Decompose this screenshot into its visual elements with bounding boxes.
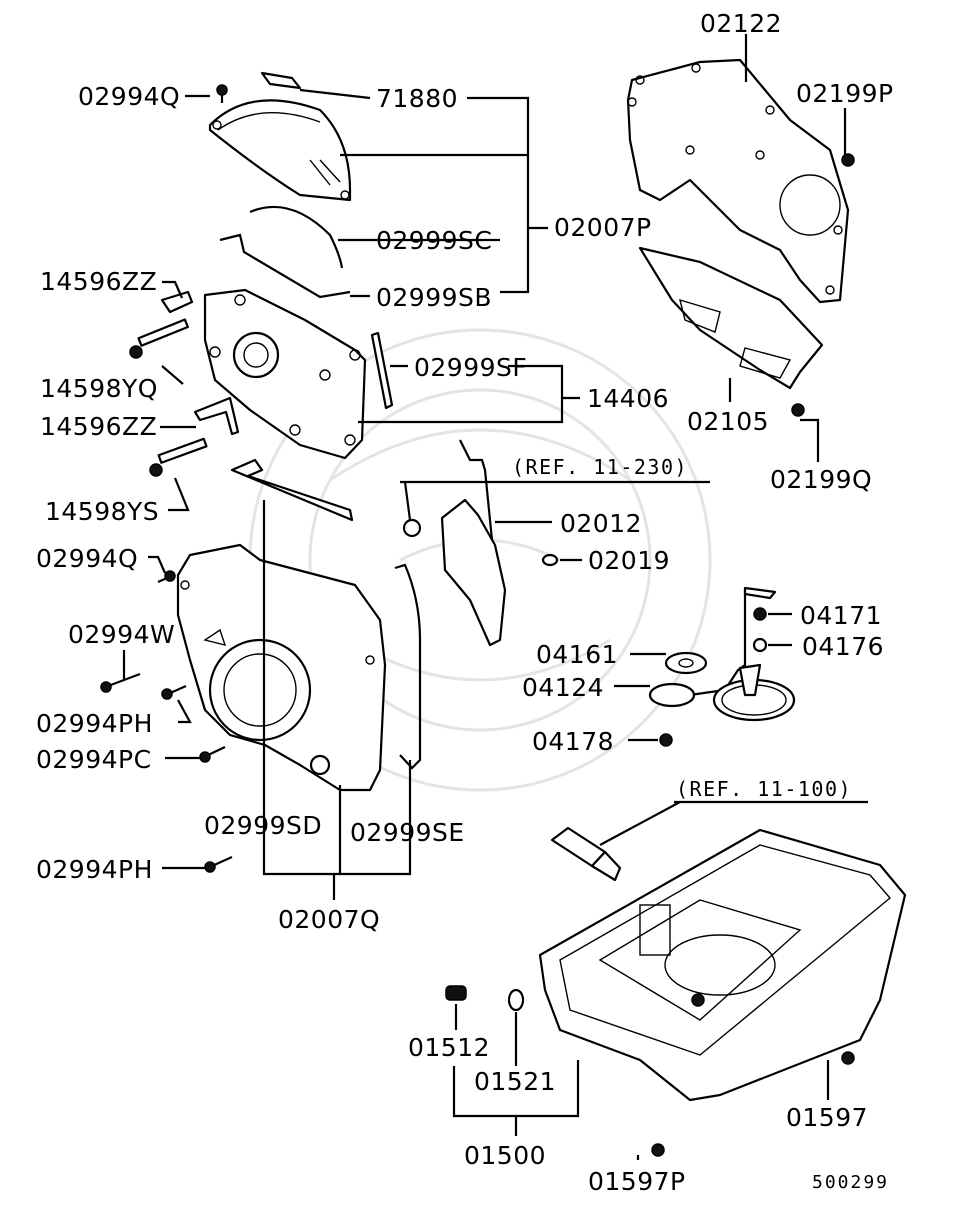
label-02999SD[interactable]: 02999SD — [204, 811, 322, 840]
lower-plate-02105[interactable] — [638, 246, 824, 390]
ref-11-100[interactable]: (REF. 11-100) — [676, 777, 852, 801]
label-plate-71880[interactable] — [260, 71, 302, 90]
label-04171[interactable]: 04171 — [800, 601, 882, 630]
label-02999SB[interactable]: 02999SB — [376, 283, 492, 312]
label-14406[interactable]: 14406 — [587, 384, 669, 413]
front-case-14406[interactable] — [203, 288, 367, 460]
label-04176[interactable]: 04176 — [802, 632, 884, 661]
bolt-02994PH-low[interactable] — [204, 855, 233, 873]
label-01521[interactable]: 01521 — [474, 1067, 556, 1096]
rear-plate-02122[interactable] — [626, 58, 850, 304]
label-01597P[interactable]: 01597P — [588, 1167, 686, 1196]
oil-pan-01500[interactable] — [538, 828, 907, 1102]
label-02994Q-mid[interactable]: 02994Q — [36, 544, 138, 573]
label-71880[interactable]: 71880 — [376, 84, 458, 113]
label-02994PH-low[interactable]: 02994PH — [36, 855, 153, 884]
gasket-02999SB[interactable] — [219, 233, 351, 299]
label-14596ZZ-mid[interactable]: 14596ZZ — [40, 412, 157, 441]
bolt-02994Q-mid[interactable] — [157, 570, 176, 584]
label-02999SC[interactable]: 02999SC — [376, 226, 492, 255]
label-02007Q[interactable]: 02007Q — [278, 905, 380, 934]
label-01597[interactable]: 01597 — [786, 1103, 868, 1132]
label-14598YS[interactable]: 14598YS — [45, 497, 159, 526]
label-02999SF[interactable]: 02999SF — [414, 353, 527, 382]
nut-04171[interactable] — [753, 607, 767, 621]
label-01500[interactable]: 01500 — [464, 1141, 546, 1170]
bolt-01597P[interactable] — [651, 1143, 665, 1157]
leader-lines — [122, 34, 868, 1160]
washer-01521[interactable] — [507, 988, 525, 1012]
nut-04176[interactable] — [752, 637, 768, 653]
plate-02012[interactable] — [402, 439, 507, 647]
sealant-tube[interactable] — [550, 826, 622, 882]
gasket-02999SE[interactable] — [394, 563, 422, 770]
label-02994Q-top[interactable]: 02994Q — [78, 82, 180, 111]
bolt-02994W[interactable] — [100, 672, 141, 693]
label-04161[interactable]: 04161 — [536, 640, 618, 669]
label-02019[interactable]: 02019 — [588, 546, 670, 575]
part-labels: 02122 02994Q 71880 02199P 02007P 02999SC… — [36, 9, 894, 1196]
label-14596ZZ-top[interactable]: 14596ZZ — [40, 267, 157, 296]
label-02122[interactable]: 02122 — [700, 9, 782, 38]
label-02994PH-mid[interactable]: 02994PH — [36, 709, 153, 738]
label-02199Q[interactable]: 02199Q — [770, 465, 872, 494]
flange-04124[interactable] — [648, 682, 696, 708]
gasket-02999SF[interactable] — [370, 331, 394, 410]
bolt-02994PH-mid[interactable] — [161, 684, 187, 700]
label-02999SE[interactable]: 02999SE — [350, 818, 465, 847]
oil-strainer-04124[interactable] — [689, 586, 796, 722]
bolt-04178[interactable] — [659, 733, 673, 747]
bracket-14596ZZ-mid[interactable] — [193, 396, 240, 436]
clip-02019[interactable] — [541, 553, 559, 567]
label-02105[interactable]: 02105 — [687, 407, 769, 436]
bolt-01597[interactable] — [841, 1051, 855, 1065]
label-02007P[interactable]: 02007P — [554, 213, 652, 242]
label-02012[interactable]: 02012 — [560, 509, 642, 538]
label-02994W[interactable]: 02994W — [68, 620, 175, 649]
lower-cover-02007Q[interactable] — [176, 543, 387, 792]
gasket-02999SD[interactable] — [230, 458, 354, 522]
bolt-02994Q-top[interactable] — [216, 84, 228, 103]
gasket-02999SC[interactable] — [249, 205, 344, 269]
bolt-14598YS[interactable] — [149, 437, 208, 477]
label-04178[interactable]: 04178 — [532, 727, 614, 756]
drawing-code: 500299 — [812, 1172, 889, 1193]
bracket-14596ZZ-top[interactable] — [160, 290, 194, 314]
bolt-02199P[interactable] — [841, 153, 855, 167]
label-02199P[interactable]: 02199P — [796, 79, 894, 108]
drain-plug-01512[interactable] — [445, 985, 467, 1001]
bolt-14598YQ[interactable] — [129, 318, 189, 359]
ref-11-230[interactable]: (REF. 11-230) — [512, 455, 688, 479]
gasket-04161[interactable] — [664, 651, 708, 675]
label-04124[interactable]: 04124 — [522, 673, 604, 702]
label-01512[interactable]: 01512 — [408, 1033, 490, 1062]
bolt-02199Q[interactable] — [791, 403, 805, 417]
upper-cover-02007P[interactable] — [208, 99, 352, 202]
bolt-02994PC[interactable] — [199, 746, 226, 763]
label-14598YQ[interactable]: 14598YQ — [40, 374, 158, 403]
label-02994PC[interactable]: 02994PC — [36, 745, 152, 774]
